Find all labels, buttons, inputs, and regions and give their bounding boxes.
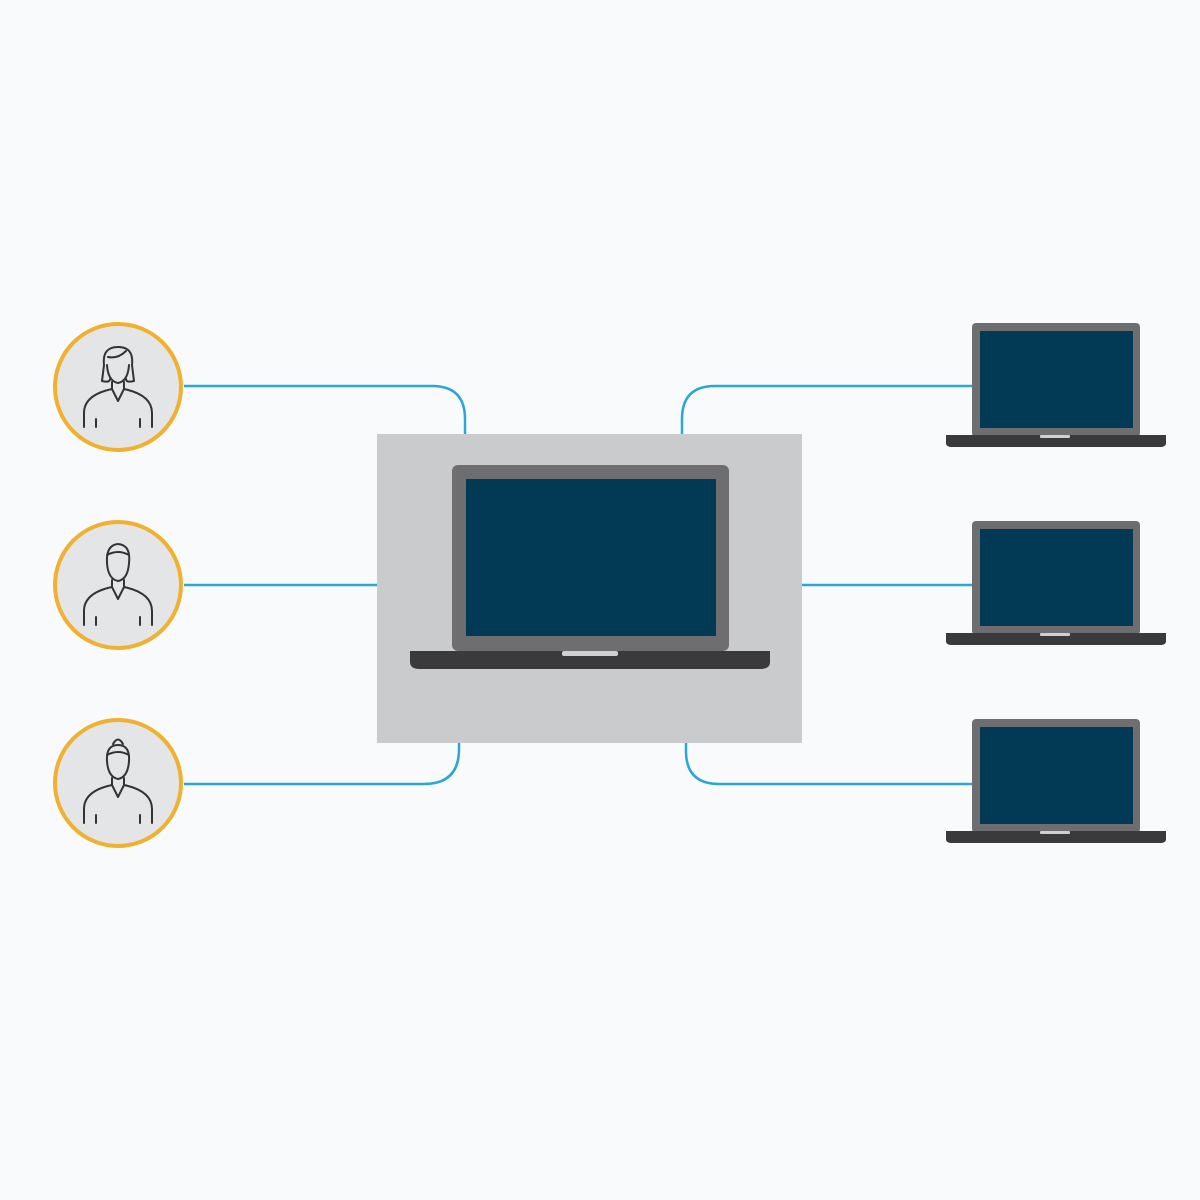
connector-user-3 (184, 743, 461, 786)
laptop-icon (946, 521, 1166, 645)
laptop-icon (946, 719, 1166, 843)
connector-device-3 (684, 743, 972, 786)
laptop-icon (946, 323, 1166, 447)
connector-user-1 (184, 384, 467, 434)
central-laptop-icon (410, 465, 770, 669)
man-user-icon (53, 520, 183, 650)
connectors (184, 384, 972, 786)
woman-bun-user-icon (53, 718, 183, 848)
connector-device-1 (680, 384, 972, 434)
woman-user-icon (53, 322, 183, 452)
